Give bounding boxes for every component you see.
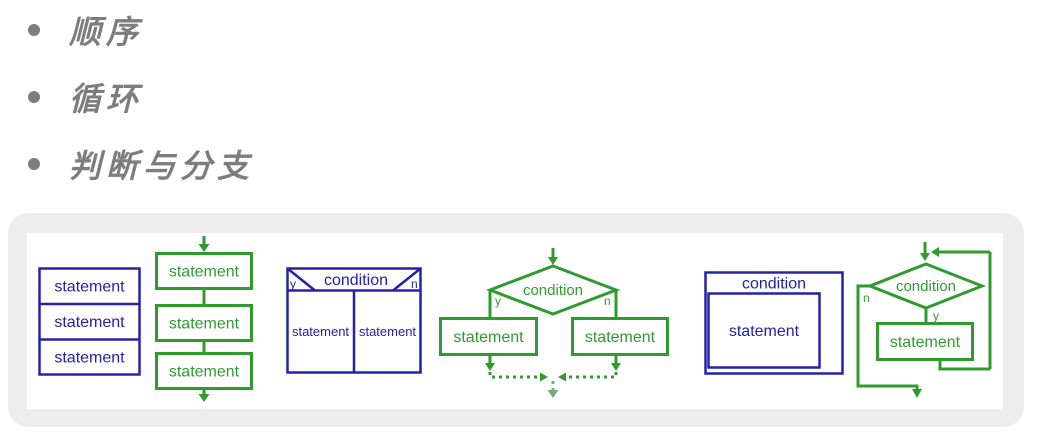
statement-label: statement (169, 264, 240, 281)
arrow-down-icon (548, 257, 558, 265)
statement-label: statement (54, 350, 125, 367)
list-item: 循环 (28, 80, 254, 118)
flow-branch-diagram: condition y n statement statement (439, 248, 669, 398)
condition-diamond (485, 264, 621, 316)
statement-label: statement (169, 364, 240, 381)
ns-loop-body-frame (707, 292, 821, 369)
condition-label: condition (742, 276, 806, 293)
arrow-down-icon (611, 363, 621, 371)
bullet-label-branch: 判断与分支 (69, 147, 255, 185)
ns-sequence-diagram: statement statement statement (38, 267, 141, 376)
statement-label: statement (729, 323, 800, 340)
yes-label: y (933, 309, 939, 323)
dotted-merge-right (566, 372, 618, 379)
bullet-label-sequence: 顺序 (69, 13, 144, 51)
yes-label: y (495, 294, 501, 308)
arrow-down-icon (485, 363, 495, 371)
bullet-icon (28, 91, 40, 103)
arrow-right-icon (540, 372, 548, 382)
ns-loop-frame (704, 271, 844, 375)
statement-label: statement (453, 329, 524, 346)
statement-label: statement (890, 334, 961, 351)
left-diagonal (286, 267, 316, 292)
dotted-merge-left (488, 372, 540, 379)
arrow-down-icon (547, 390, 559, 398)
no-exit-path (856, 284, 919, 390)
ns-branch-diagram: condition y n statement statement (286, 267, 422, 374)
statement-label: statement (54, 279, 125, 296)
statement-box (876, 322, 974, 361)
slide-panel: statement statement statement statement … (8, 213, 1024, 427)
statement-label: statement (359, 324, 416, 339)
list-item: 判断与分支 (28, 147, 254, 185)
list-item: 顺序 (28, 13, 254, 51)
condition-label: condition (324, 272, 388, 289)
arrow-left-icon (558, 372, 566, 382)
statement-label: statement (169, 316, 240, 333)
arrow-down-icon (198, 394, 210, 402)
statement-box (439, 317, 538, 356)
condition-label: condition (523, 282, 583, 299)
no-label: n (411, 277, 418, 291)
no-label: n (604, 294, 611, 308)
no-label: n (863, 291, 870, 305)
ns-sequence-frame (38, 267, 141, 376)
flow-sequence-diagram: statement statement statement (155, 236, 253, 402)
statement-label: statement (292, 324, 349, 339)
yes-label: y (290, 277, 296, 291)
flow-loop-diagram: condition n y statement (856, 242, 992, 398)
statement-label: statement (585, 329, 656, 346)
arrow-down-icon (920, 253, 930, 261)
flowchart-image: statement statement statement statement … (38, 236, 992, 402)
statement-box (571, 317, 669, 356)
bullet-label-loop: 循环 (69, 80, 144, 118)
right-diagonal (392, 267, 422, 292)
bullet-icon (28, 158, 40, 170)
ns-loop-diagram: condition statement (704, 271, 844, 375)
arrow-down-icon (198, 244, 210, 252)
arrow-down-icon (912, 389, 922, 398)
statement-label: statement (54, 314, 125, 331)
arrow-left-icon (931, 247, 939, 257)
bullet-list: 顺序 循环 判断与分支 (28, 13, 254, 214)
condition-label: condition (896, 278, 956, 295)
loopback-bottom-line (938, 359, 990, 371)
bullet-icon (28, 24, 40, 36)
flowchart-canvas: statement statement statement statement … (27, 233, 1003, 409)
